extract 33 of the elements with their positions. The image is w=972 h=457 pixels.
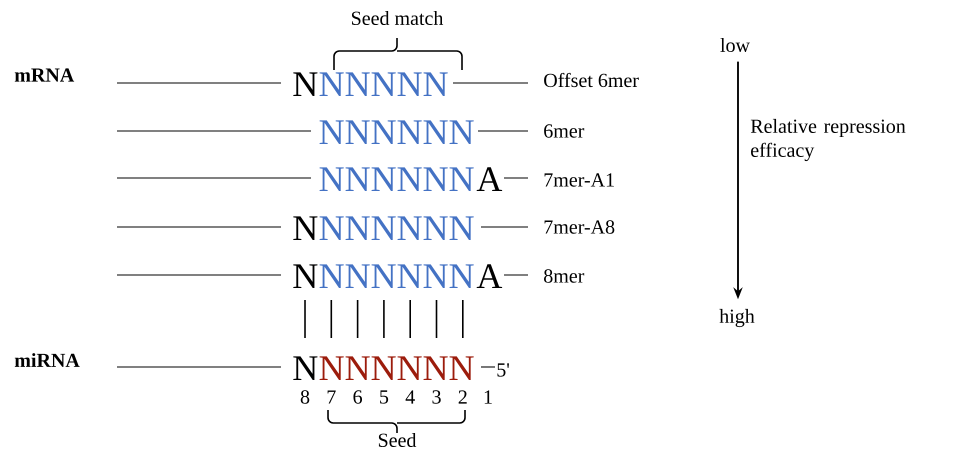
site-type-label: 7mer-A1 (544, 173, 614, 187)
site-type-label: 7mer-A8 (544, 220, 614, 234)
nucleotide-letters: N (293, 356, 318, 380)
position-number: 8 (300, 390, 310, 404)
nucleotide-letters: NNNNNN (320, 216, 474, 240)
strand-end-label: 5' (497, 363, 510, 377)
nucleotide-letters: NNNNNN (320, 356, 474, 380)
site-type-label: 8mer (544, 269, 584, 283)
strand-label: mRNA (14, 68, 74, 82)
nucleotide-letters: NNNNNN (320, 120, 474, 144)
position-number: 5 (380, 390, 388, 404)
nucleotide-letters: NNNNN (320, 72, 448, 96)
nucleotide-letters: N (293, 264, 318, 288)
nucleotide-letters: A (476, 264, 502, 288)
nucleotide-letters: N (293, 216, 318, 240)
position-number: 7 (328, 390, 336, 404)
nucleotide-letters: NNNNNN (320, 264, 474, 288)
scale-label: high (719, 308, 754, 328)
strand-label: miRNA (14, 353, 80, 367)
position-number: 1 (484, 390, 492, 404)
scale-label: Relative repression efficacy (750, 118, 906, 162)
bracket-label: Seed match (352, 10, 444, 26)
position-number: 3 (432, 390, 441, 404)
scale-label: low (720, 38, 750, 52)
position-number: 6 (353, 390, 362, 404)
site-type-label: Offset 6mer (544, 72, 639, 88)
position-number: 2 (458, 390, 467, 404)
nucleotide-letters: NNNNNN (320, 167, 474, 191)
nucleotide-letters: A (476, 167, 502, 191)
position-number: 4 (406, 390, 415, 404)
site-type-label: 6mer (544, 124, 584, 138)
nucleotide-letters: N (293, 72, 318, 96)
bracket-label: Seed (378, 432, 416, 448)
